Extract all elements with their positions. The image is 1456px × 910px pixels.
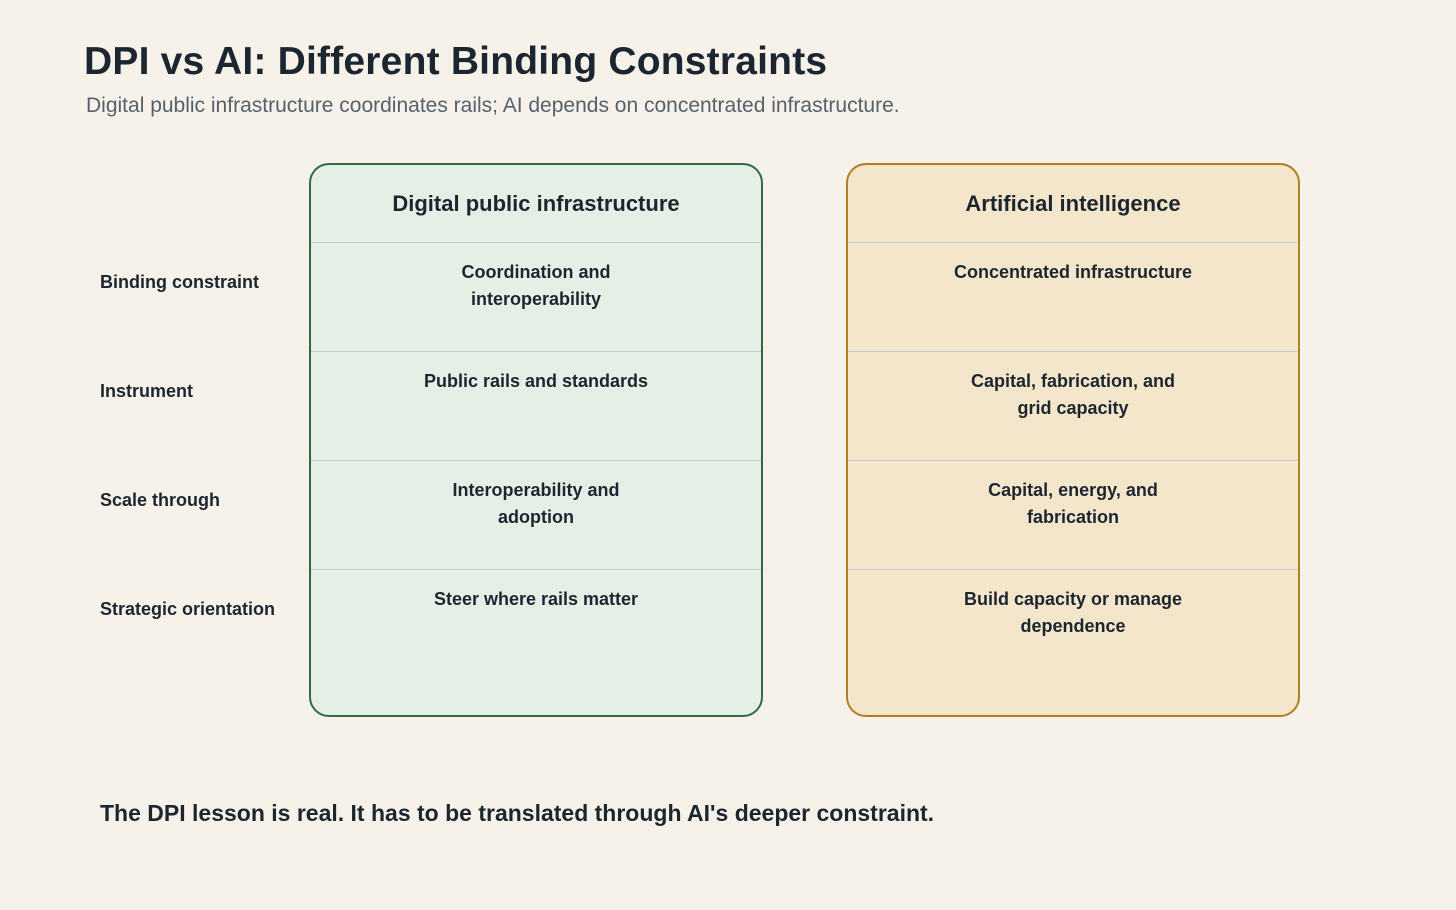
ai-cell-text: Capital, energy, and fabrication (988, 480, 1158, 527)
row-label-instrument: Instrument (100, 381, 194, 401)
row-label-scale-through: Scale through (100, 490, 221, 510)
dpi-cell-strategic-orientation: Steer where rails matter (311, 570, 761, 679)
dpi-cell-binding-constraint: Coordination and interoperability (311, 243, 761, 352)
row-label-strategic-orientation: Strategic orientation (100, 599, 276, 619)
ai-cell-binding-constraint: Concentrated infrastructure (848, 243, 1298, 352)
dpi-panel: Digital public infrastructure Coordinati… (309, 163, 763, 717)
dpi-cell-text: Coordination and interoperability (461, 262, 611, 309)
dpi-cell-text: Public rails and standards (423, 371, 649, 391)
ai-cell-text: Build capacity or manage dependence (963, 589, 1183, 636)
ai-cell-text: Capital, fabrication, and grid capacity (970, 371, 1176, 418)
page-subtitle: Digital public infrastructure coordinate… (86, 94, 900, 117)
ai-cell-scale-through: Capital, energy, and fabrication (848, 461, 1298, 570)
row-label-binding-constraint: Binding constraint (100, 272, 259, 292)
dpi-cell-text: Steer where rails matter (433, 589, 639, 609)
ai-cell-strategic-orientation: Build capacity or manage dependence (848, 570, 1298, 679)
dpi-cell-instrument: Public rails and standards (311, 352, 761, 461)
dpi-panel-header: Digital public infrastructure (311, 165, 761, 243)
dpi-cell-scale-through: Interoperability and adoption (311, 461, 761, 570)
ai-cell-instrument: Capital, fabrication, and grid capacity (848, 352, 1298, 461)
ai-panel: Artificial intelligence Concentrated inf… (846, 163, 1300, 717)
footer-takeaway: The DPI lesson is real. It has to be tra… (100, 800, 935, 826)
page-title: DPI vs AI: Different Binding Constraints (84, 40, 828, 83)
ai-panel-header: Artificial intelligence (848, 165, 1298, 243)
ai-cell-text: Concentrated infrastructure (953, 262, 1193, 282)
dpi-cell-text: Interoperability and adoption (452, 480, 620, 527)
